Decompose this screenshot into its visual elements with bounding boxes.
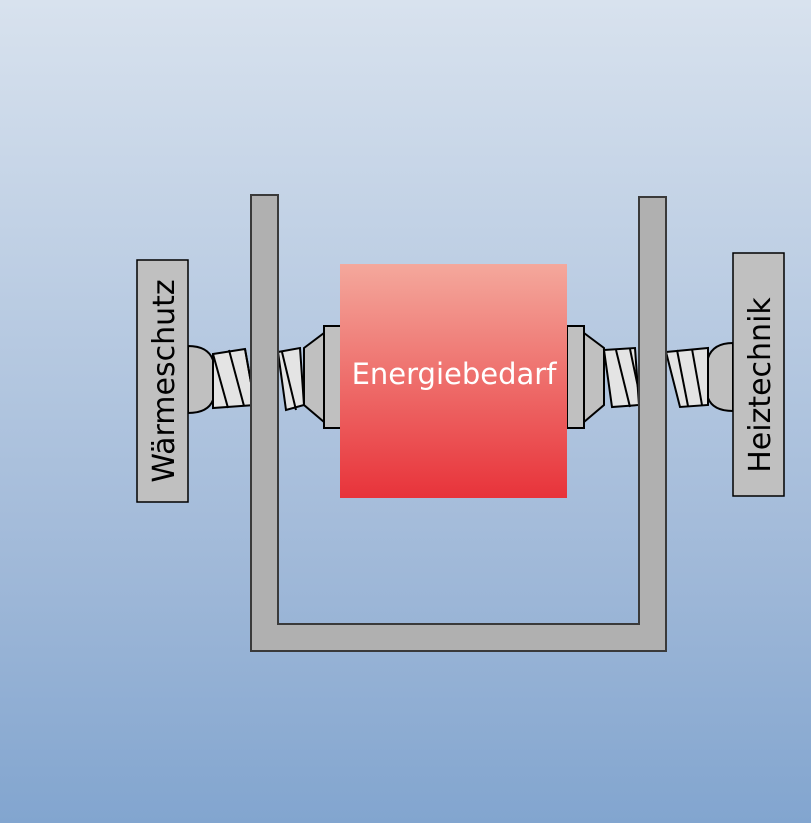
waermeschutz-box	[136, 259, 189, 503]
energiebedarf-box	[340, 264, 567, 498]
heiztechnik-label: Heiztechnik	[743, 297, 778, 473]
left-screw-connector	[187, 325, 342, 429]
right-flange	[566, 325, 585, 429]
left-flange	[323, 325, 342, 429]
heiztechnik-box	[732, 252, 785, 497]
u-frame	[250, 194, 667, 652]
energiebedarf-label: Energiebedarf	[352, 357, 558, 391]
left-dome	[187, 344, 214, 415]
waermeschutz-label: Wärmeschutz	[147, 279, 182, 482]
left-cone	[303, 331, 325, 425]
right-cone	[583, 331, 605, 425]
right-screw-connector	[566, 325, 734, 429]
right-dome	[707, 341, 734, 413]
